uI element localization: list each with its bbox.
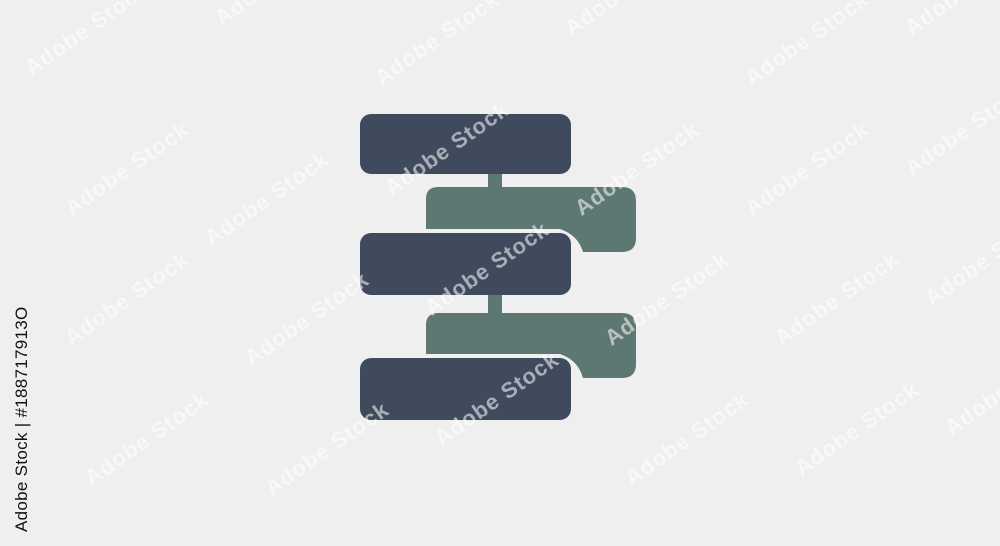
connector-stem-bottom: [488, 292, 502, 314]
secondary-block-bottom: [426, 313, 636, 378]
secondary-block-top: [426, 187, 636, 252]
primary-block-top: [360, 114, 571, 174]
primary-block-bottom: [360, 358, 571, 420]
stock-id-label: Adobe Stock | #188717913O: [12, 306, 31, 532]
connector-stem-top: [488, 170, 502, 192]
primary-block-middle: [360, 233, 571, 295]
